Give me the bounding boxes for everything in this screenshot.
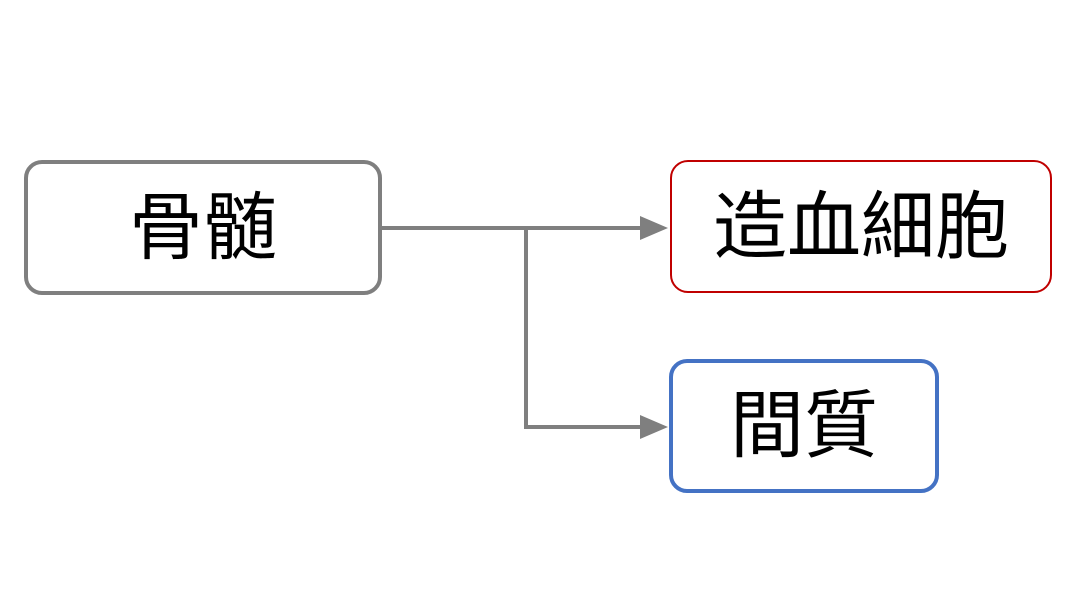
node-bone-marrow: 骨髄 bbox=[24, 160, 382, 295]
arrowhead-to-hematopoietic-cells bbox=[640, 216, 668, 240]
arrowhead-to-stroma bbox=[640, 415, 668, 439]
edge-to-stroma bbox=[524, 228, 644, 429]
node-hematopoietic-cells: 造血細胞 bbox=[670, 160, 1052, 293]
node-stroma-label: 間質 bbox=[730, 383, 878, 469]
node-hematopoietic-cells-label: 造血細胞 bbox=[713, 183, 1009, 270]
node-bone-marrow-label: 骨髄 bbox=[129, 184, 277, 271]
node-stroma: 間質 bbox=[669, 359, 939, 493]
